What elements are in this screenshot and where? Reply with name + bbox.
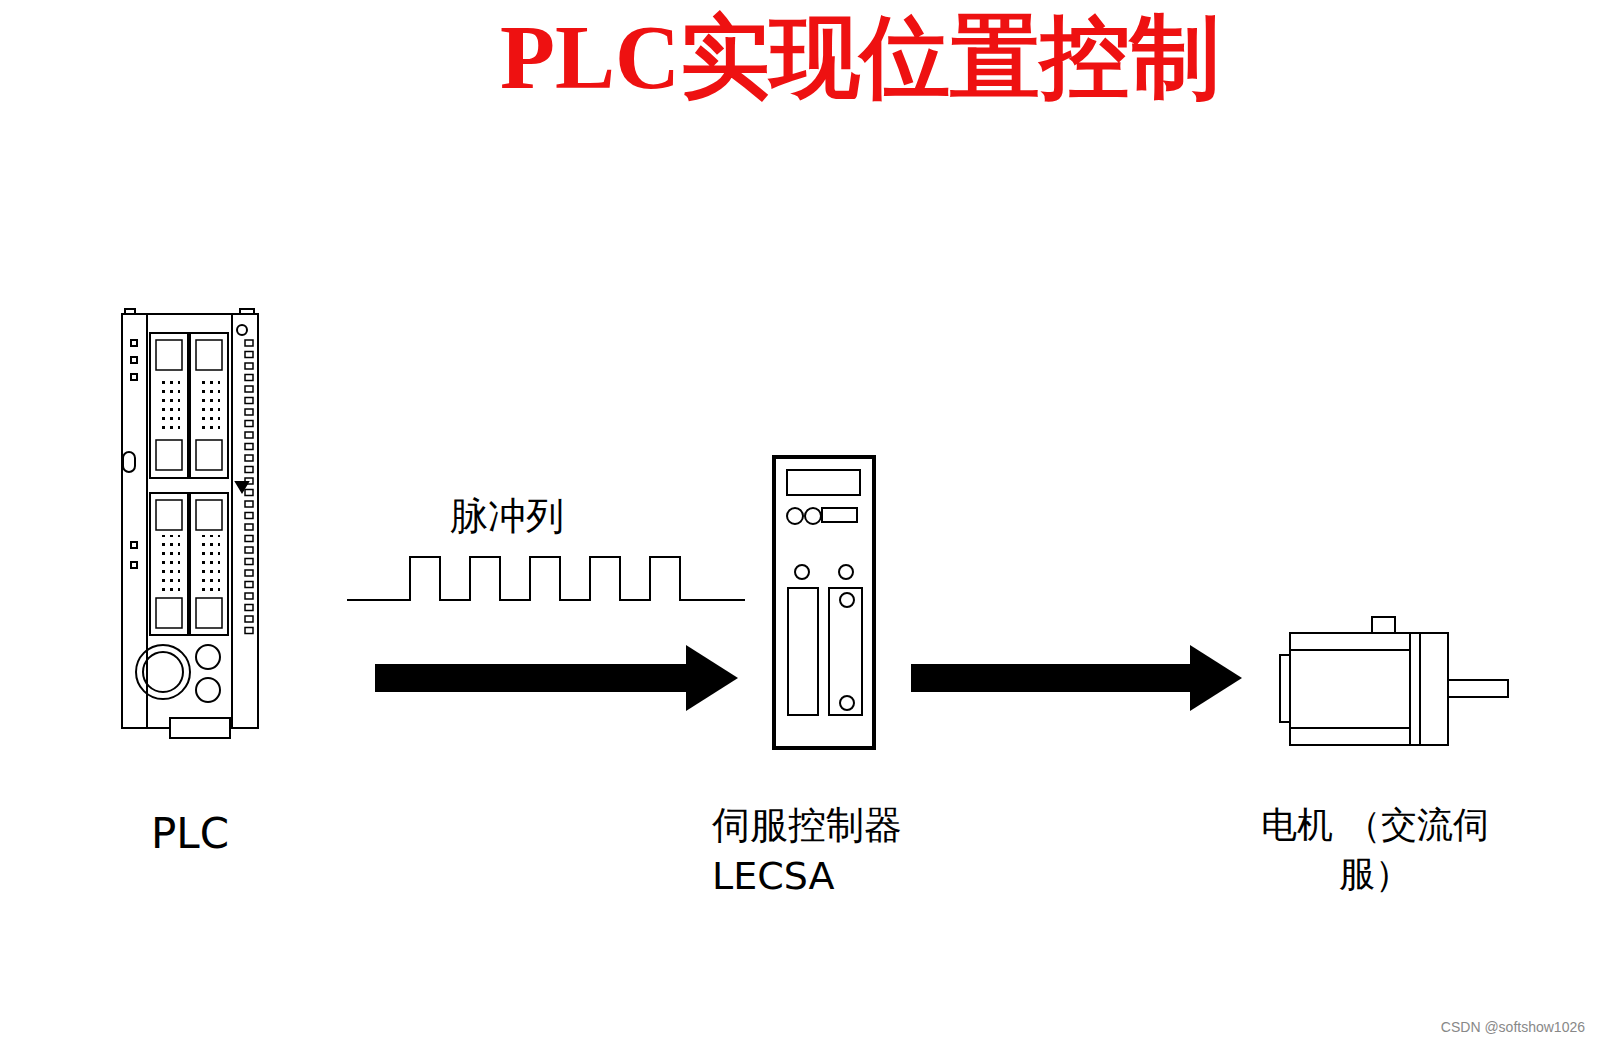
led bbox=[245, 340, 253, 346]
led bbox=[245, 547, 253, 553]
arrow-shaft bbox=[375, 664, 686, 692]
led bbox=[245, 478, 253, 484]
plc-illustration bbox=[122, 309, 258, 738]
led bbox=[245, 398, 253, 404]
led bbox=[245, 363, 253, 369]
led bbox=[245, 501, 253, 507]
led bbox=[245, 386, 253, 392]
edge-label: 脉冲列 bbox=[446, 494, 568, 540]
led bbox=[245, 570, 253, 576]
led bbox=[245, 455, 253, 461]
led bbox=[245, 490, 253, 496]
plc-led-column bbox=[245, 340, 253, 634]
led bbox=[245, 467, 253, 473]
led bbox=[245, 524, 253, 530]
flow-arrow bbox=[911, 645, 1242, 711]
device-label: 电机 （交流伺服） bbox=[1242, 801, 1508, 898]
led bbox=[245, 593, 253, 599]
servo-controller: 伺服控制器 LECSA bbox=[774, 457, 874, 748]
led bbox=[245, 628, 253, 634]
led bbox=[245, 559, 253, 565]
led bbox=[245, 536, 253, 542]
led bbox=[245, 444, 253, 450]
pulse-train bbox=[347, 557, 745, 600]
servo-motor: 电机 （交流伺服） bbox=[1280, 617, 1508, 745]
led bbox=[245, 605, 253, 611]
title: PLC实现位置控制 bbox=[300, 4, 1420, 112]
led bbox=[245, 582, 253, 588]
device-label: 伺服控制器 LECSA bbox=[712, 800, 962, 903]
watermark: CSDN @softshow1026 bbox=[1441, 1019, 1585, 1035]
led bbox=[245, 616, 253, 622]
arrow-head bbox=[1190, 645, 1242, 711]
motor-illustration bbox=[1280, 617, 1508, 745]
arrow-shaft bbox=[911, 664, 1190, 692]
arrow-head bbox=[686, 645, 738, 711]
led bbox=[245, 421, 253, 427]
led bbox=[245, 352, 253, 358]
led bbox=[245, 513, 253, 519]
led bbox=[245, 375, 253, 381]
device-label: PLC bbox=[92, 806, 288, 863]
flow-arrow bbox=[375, 645, 738, 711]
led bbox=[245, 432, 253, 438]
servo-illustration bbox=[774, 457, 874, 748]
led bbox=[245, 409, 253, 415]
plc-unit: PLC bbox=[122, 314, 258, 728]
